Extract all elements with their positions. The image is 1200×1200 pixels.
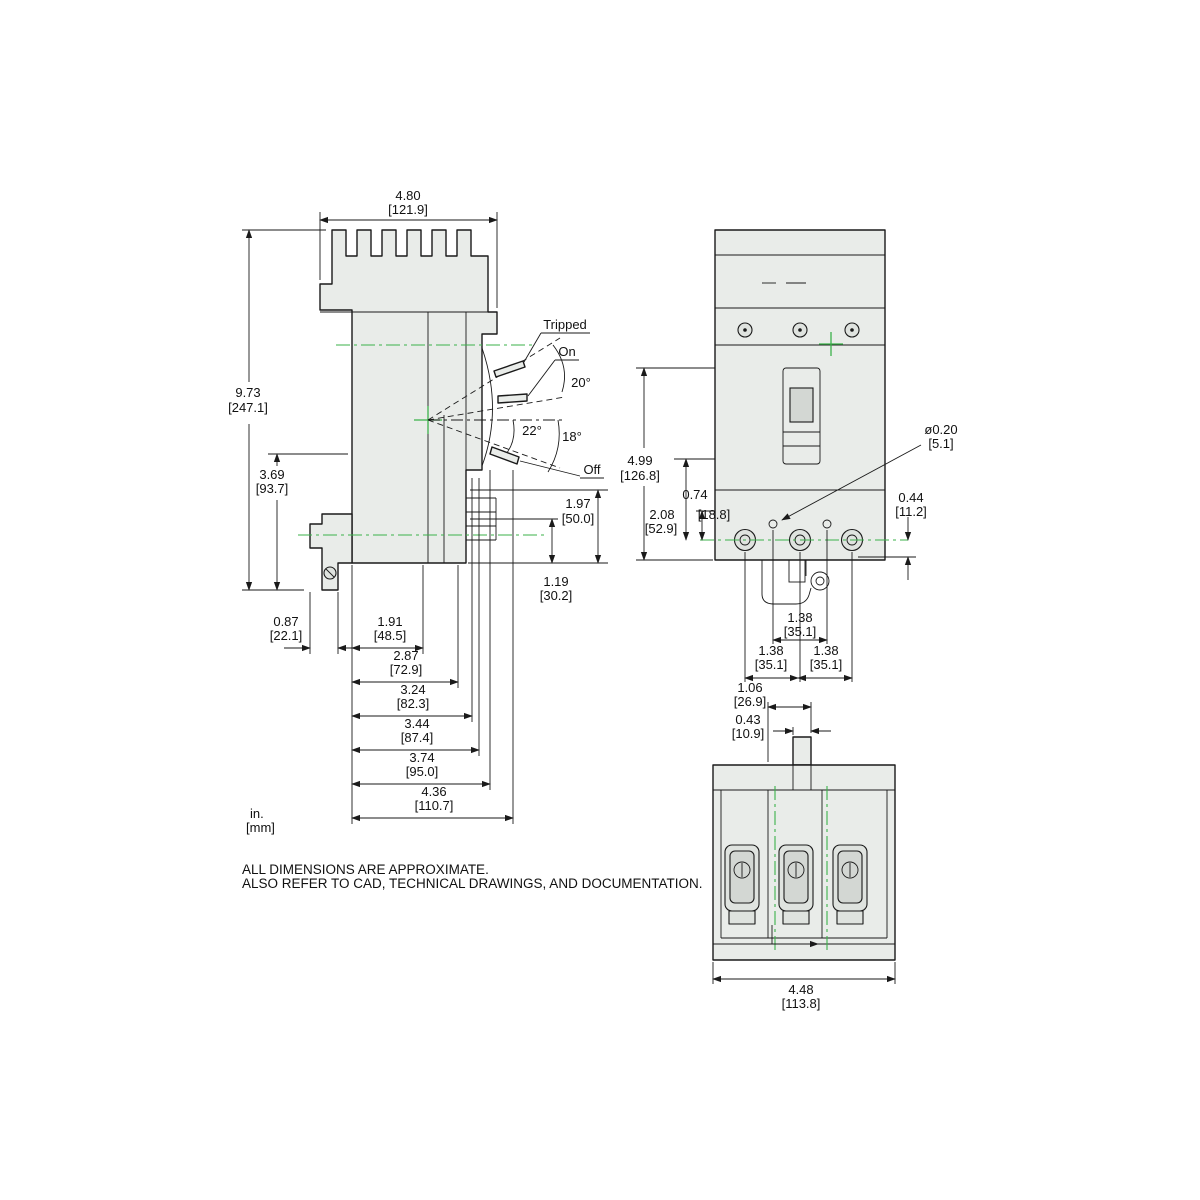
label-angle-18: 18° [562, 429, 582, 444]
dim-087-in: 0.87 [273, 614, 298, 629]
dim-043-mm: [10.9] [732, 726, 765, 741]
disclaimer-line-2: ALSO REFER TO CAD, TECHNICAL DRAWINGS, A… [242, 876, 703, 891]
dim-197-in: 1.97 [565, 496, 590, 511]
dim-043-in: 0.43 [735, 712, 760, 727]
bottom-tab [792, 736, 812, 766]
dim-324-mm: [82.3] [397, 696, 430, 711]
notes: in. [mm] ALL DIMENSIONS ARE APPROXIMATE.… [242, 806, 703, 891]
dim-119-in: 1.19 [543, 574, 568, 589]
label-tripped: Tripped [543, 317, 587, 332]
dim-hole-mm: [5.1] [928, 436, 953, 451]
dim-369-in: 3.69 [259, 467, 284, 482]
dim-138c-in: 1.38 [813, 643, 838, 658]
dim-087-mm: [22.1] [270, 628, 303, 643]
dim-448-mm: [113.8] [782, 996, 821, 1011]
dim-074-in: 0.74 [682, 487, 707, 502]
dim-119-mm: [30.2] [540, 588, 573, 603]
handle [789, 387, 814, 423]
side-view: Tripped On Off 20° 22° 18° 4.80 [121.9] … [228, 188, 608, 824]
dim-191-mm: [48.5] [374, 628, 407, 643]
handle-on-position [497, 393, 528, 404]
dim-480-mm: [121.9] [388, 202, 428, 217]
dim-499-mm: [126.8] [620, 468, 660, 483]
dim-436-mm: [110.7] [415, 798, 454, 813]
dim-208-mm: [52.9] [645, 521, 678, 536]
dim-973-mm: [247.1] [228, 400, 268, 415]
mounting-hole [768, 519, 778, 529]
dim-138a-in: 1.38 [787, 610, 812, 625]
dim-106-mm: [26.9] [734, 694, 767, 709]
dim-208-in: 2.08 [649, 507, 674, 522]
dim-344-mm: [87.4] [401, 730, 434, 745]
terminal-clamp [832, 844, 868, 925]
handle-slot [782, 367, 821, 465]
dim-480-in: 4.80 [395, 188, 420, 203]
plug-on-jaw [761, 560, 812, 605]
dim-973-in: 9.73 [235, 385, 260, 400]
mounting-hole [822, 519, 832, 529]
dim-324-in: 3.24 [400, 682, 425, 697]
dim-374-in: 3.74 [409, 750, 434, 765]
label-angle-22: 22° [522, 423, 542, 438]
label-off: Off [583, 462, 600, 477]
label-angle-20: 20° [571, 375, 591, 390]
label-on: On [558, 344, 575, 359]
dim-369-mm: [93.7] [256, 481, 289, 496]
dim-436-in: 4.36 [421, 784, 446, 799]
dim-044-in: 0.44 [898, 490, 923, 505]
front-view: 4.99 [126.8] 2.08 [52.9] 0.74 [18.8] ø0.… [620, 229, 958, 682]
dim-138b-in: 1.38 [758, 643, 783, 658]
dim-287-mm: [72.9] [390, 662, 423, 677]
dim-499-in: 4.99 [627, 453, 652, 468]
dim-106-in: 1.06 [737, 680, 762, 695]
handle-off-position [489, 446, 520, 465]
dim-344-in: 3.44 [404, 716, 429, 731]
handle-tripped-position [493, 360, 526, 378]
dim-191-in: 1.91 [377, 614, 402, 629]
units-mm: [mm] [246, 820, 275, 835]
dim-448-in: 4.48 [788, 982, 813, 997]
terminal-clamp [724, 844, 760, 925]
dim-197-mm: [50.0] [562, 511, 595, 526]
units-inches: in. [250, 806, 264, 821]
dim-hole-in: ø0.20 [924, 422, 957, 437]
dim-074-mm: [18.8] [698, 507, 731, 522]
dim-138a-mm: [35.1] [784, 624, 817, 639]
dim-374-mm: [95.0] [406, 764, 439, 779]
dim-138b-mm: [35.1] [755, 657, 788, 672]
dim-287-in: 2.87 [393, 648, 418, 663]
dim-138c-mm: [35.1] [810, 657, 843, 672]
side-mounting-foot [309, 513, 353, 591]
side-profile [319, 229, 498, 564]
bottom-view: 1.06 [26.9] 0.43 [10.9] 4.48 [113.8] [712, 680, 896, 1011]
dim-044-mm: [11.2] [895, 504, 927, 519]
disclaimer-line-1: ALL DIMENSIONS ARE APPROXIMATE. [242, 862, 489, 877]
terminal-clamp [778, 844, 814, 925]
